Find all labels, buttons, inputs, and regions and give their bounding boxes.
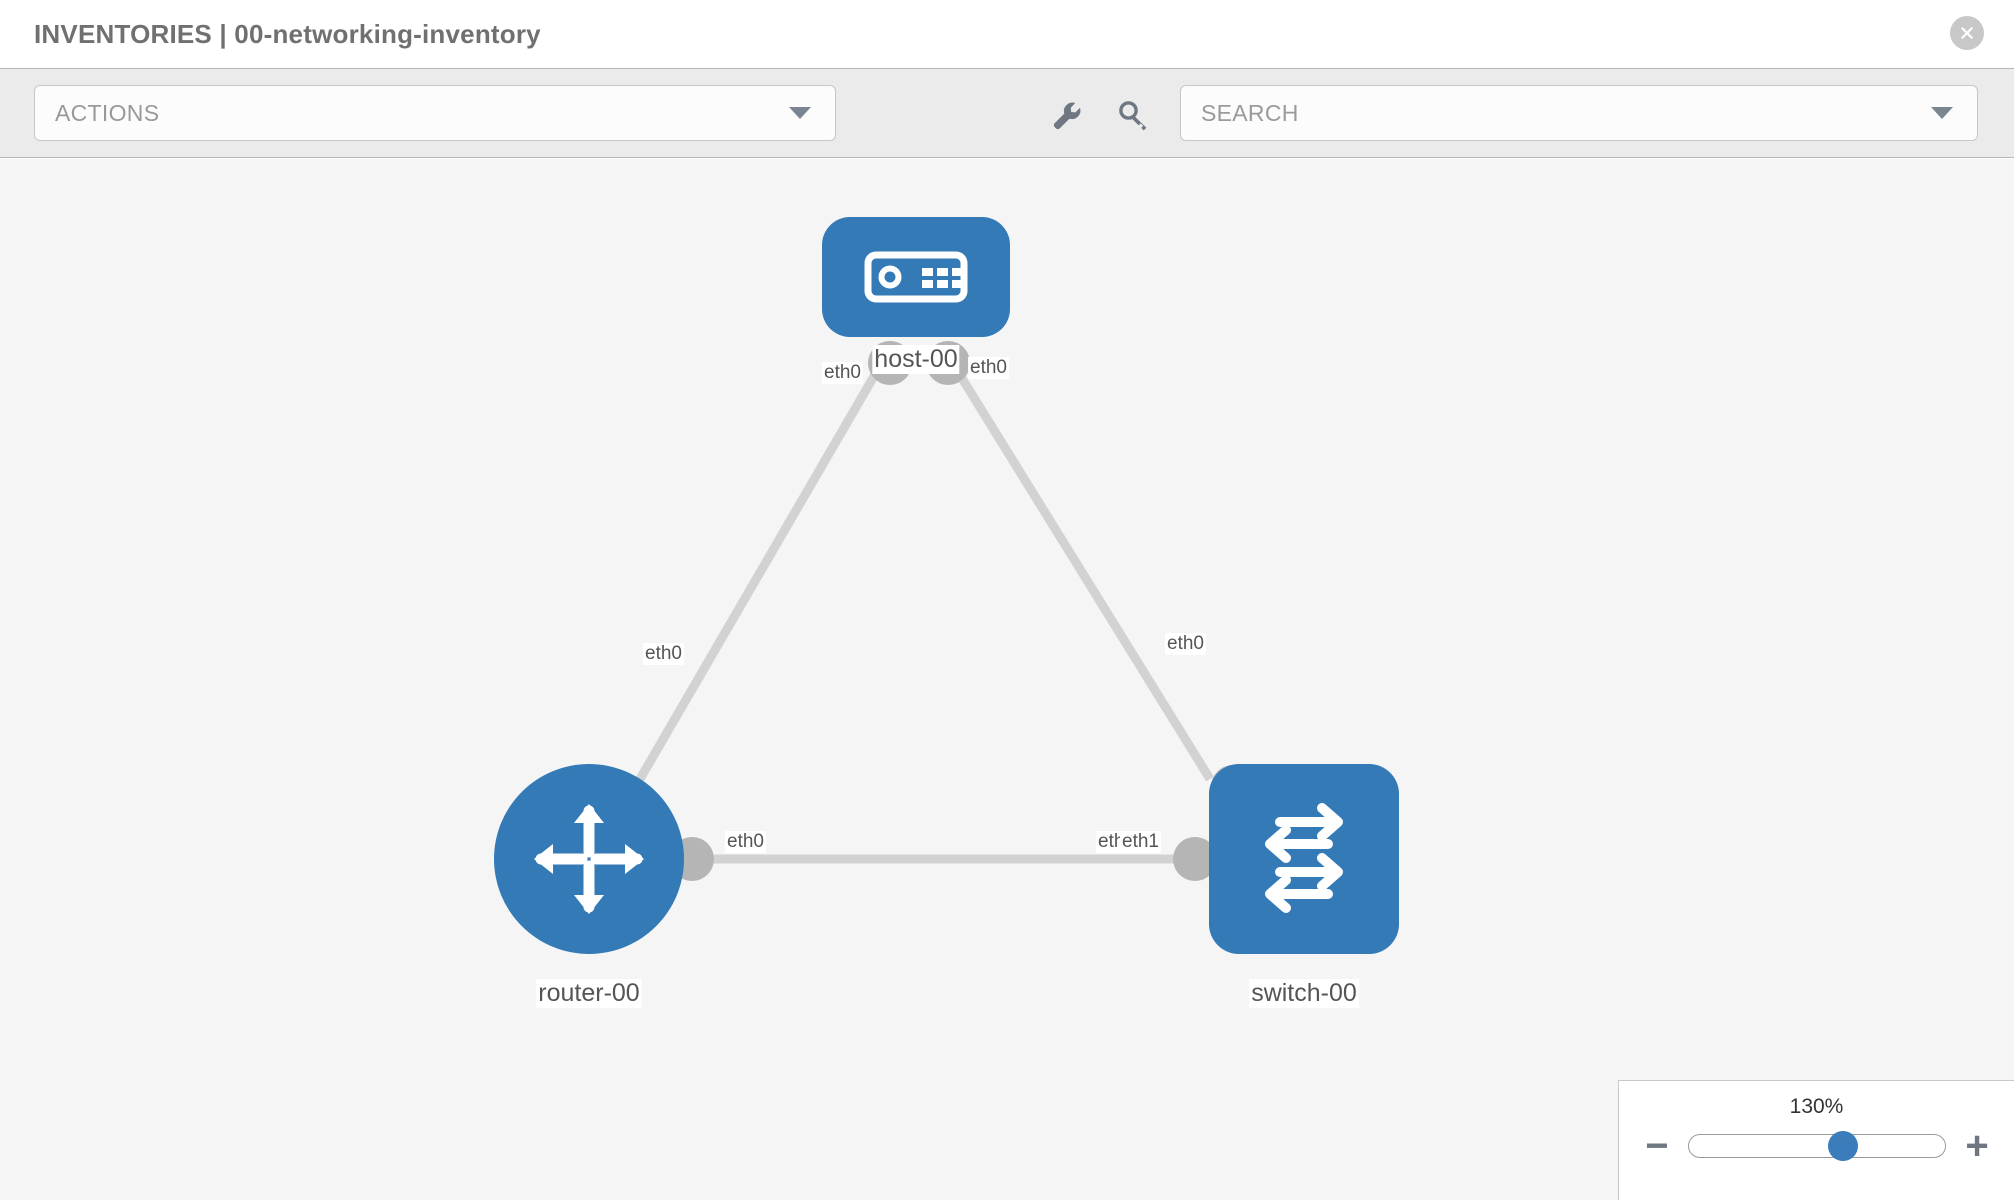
iface-label-router-right: eth0: [725, 831, 766, 853]
node-label-router-00: router-00: [536, 979, 642, 1008]
zoom-level-value: 130%: [1789, 1095, 1844, 1118]
zoom-out-button[interactable]: −: [1645, 1124, 1669, 1168]
topology-connectors: [670, 341, 1255, 881]
topology-canvas[interactable]: host-00 router-00 switch-00 eth0 eth0 et…: [0, 159, 2014, 1200]
zoom-slider-thumb[interactable]: [1827, 1131, 1858, 1161]
iface-label-switch-left-eth1: eth1: [1120, 831, 1161, 853]
node-router-00[interactable]: [494, 764, 684, 954]
close-icon[interactable]: [1950, 16, 1984, 50]
zoom-in-button[interactable]: +: [1965, 1124, 1989, 1168]
connector-switch-left: [1173, 837, 1217, 881]
search-placeholder: SEARCH: [1201, 99, 1299, 126]
search-input[interactable]: SEARCH: [1180, 85, 1978, 141]
iface-label-router-up: eth0: [643, 643, 684, 665]
actions-dropdown[interactable]: ACTIONS: [34, 85, 836, 141]
node-host-00[interactable]: [822, 217, 1010, 337]
node-label-switch-00: switch-00: [1249, 979, 1359, 1008]
actions-dropdown-label: ACTIONS: [55, 99, 160, 126]
link-host-switch: [946, 356, 1214, 782]
zoom-control-panel: 130% − +: [1618, 1080, 2014, 1200]
iface-label-switch-up: eth0: [1165, 633, 1206, 655]
page-title: INVENTORIES | 00-networking-inventory: [34, 18, 541, 49]
node-switch-00[interactable]: [1209, 764, 1399, 954]
chevron-down-icon: [789, 107, 811, 119]
page-header: INVENTORIES | 00-networking-inventory: [0, 0, 2014, 68]
topology-graph: [494, 217, 1399, 954]
zoom-slider-track[interactable]: [1688, 1131, 1946, 1161]
wrench-icon[interactable]: [1046, 95, 1086, 135]
topology-links: [636, 356, 1214, 864]
chevron-down-icon[interactable]: [1931, 107, 1953, 119]
node-label-host-00: host-00: [872, 345, 960, 374]
zoom-slider-row: − +: [1619, 1124, 2014, 1168]
iface-label-host-left: eth0: [822, 362, 863, 384]
link-host-router: [636, 356, 888, 782]
key-icon[interactable]: [1114, 95, 1154, 135]
iface-label-host-right: eth0: [968, 357, 1009, 379]
toolbar: ACTIONS SEARCH: [0, 68, 2014, 158]
